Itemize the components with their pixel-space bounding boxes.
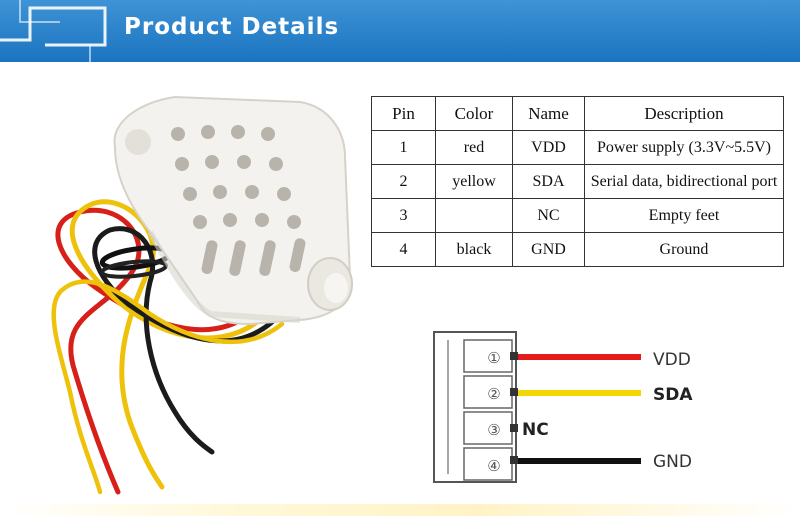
sensor-wires — [51, 199, 285, 495]
nc-label: NC — [522, 420, 549, 440]
cell-name: SDA — [512, 164, 585, 199]
gnd-wire — [518, 458, 641, 464]
pin-2-number: ② — [487, 385, 500, 403]
cell-description: Power supply (3.3V~5.5V) — [584, 130, 784, 165]
cell-pin: 3 — [371, 198, 436, 233]
table-row: 1 red VDD Power supply (3.3V~5.5V) — [371, 130, 784, 165]
cell-description: Serial data, bidirectional port — [584, 164, 784, 199]
pin-3-number: ③ — [487, 421, 500, 439]
vdd-wire — [518, 354, 641, 360]
vdd-label: VDD — [653, 350, 691, 370]
table-header-row: Pin Color Name Description — [371, 96, 784, 131]
banner-logo-icon — [0, 0, 107, 62]
header-color: Color — [435, 96, 513, 131]
header-banner: Product Details — [0, 0, 800, 62]
cell-description: Ground — [584, 232, 784, 267]
cell-color: yellow — [435, 164, 513, 199]
cell-color — [435, 198, 513, 233]
sensor-casing — [113, 95, 353, 326]
pin-4-number: ④ — [487, 457, 500, 475]
pin-table: Pin Color Name Description 1 red VDD Pow… — [371, 96, 784, 267]
cell-description: Empty feet — [584, 198, 784, 233]
table-row: 3 NC Empty feet — [371, 198, 784, 233]
cell-name: VDD — [512, 130, 585, 165]
table-row: 2 yellow SDA Serial data, bidirectional … — [371, 164, 784, 199]
cell-name: NC — [512, 198, 585, 233]
cell-pin: 4 — [371, 232, 436, 267]
connector-diagram: ① VDD ② SDA ③ NC ④ GND — [433, 331, 693, 483]
header-pin: Pin — [371, 96, 436, 131]
cell-pin: 1 — [371, 130, 436, 165]
sda-wire — [518, 390, 641, 396]
sda-label: SDA — [653, 385, 693, 405]
cell-name: GND — [512, 232, 585, 267]
sensor-image — [51, 95, 353, 495]
header-description: Description — [584, 96, 784, 131]
bottom-stripe — [0, 504, 800, 516]
connector-pins: ① VDD ② SDA ③ NC ④ GND — [463, 339, 693, 481]
cell-color: red — [435, 130, 513, 165]
cell-color: black — [435, 232, 513, 267]
gnd-label: GND — [653, 452, 692, 472]
table-row: 4 black GND Ground — [371, 232, 784, 267]
cell-pin: 2 — [371, 164, 436, 199]
pin-1-number: ① — [487, 349, 500, 367]
page-title: Product Details — [124, 14, 340, 40]
header-name: Name — [512, 96, 585, 131]
